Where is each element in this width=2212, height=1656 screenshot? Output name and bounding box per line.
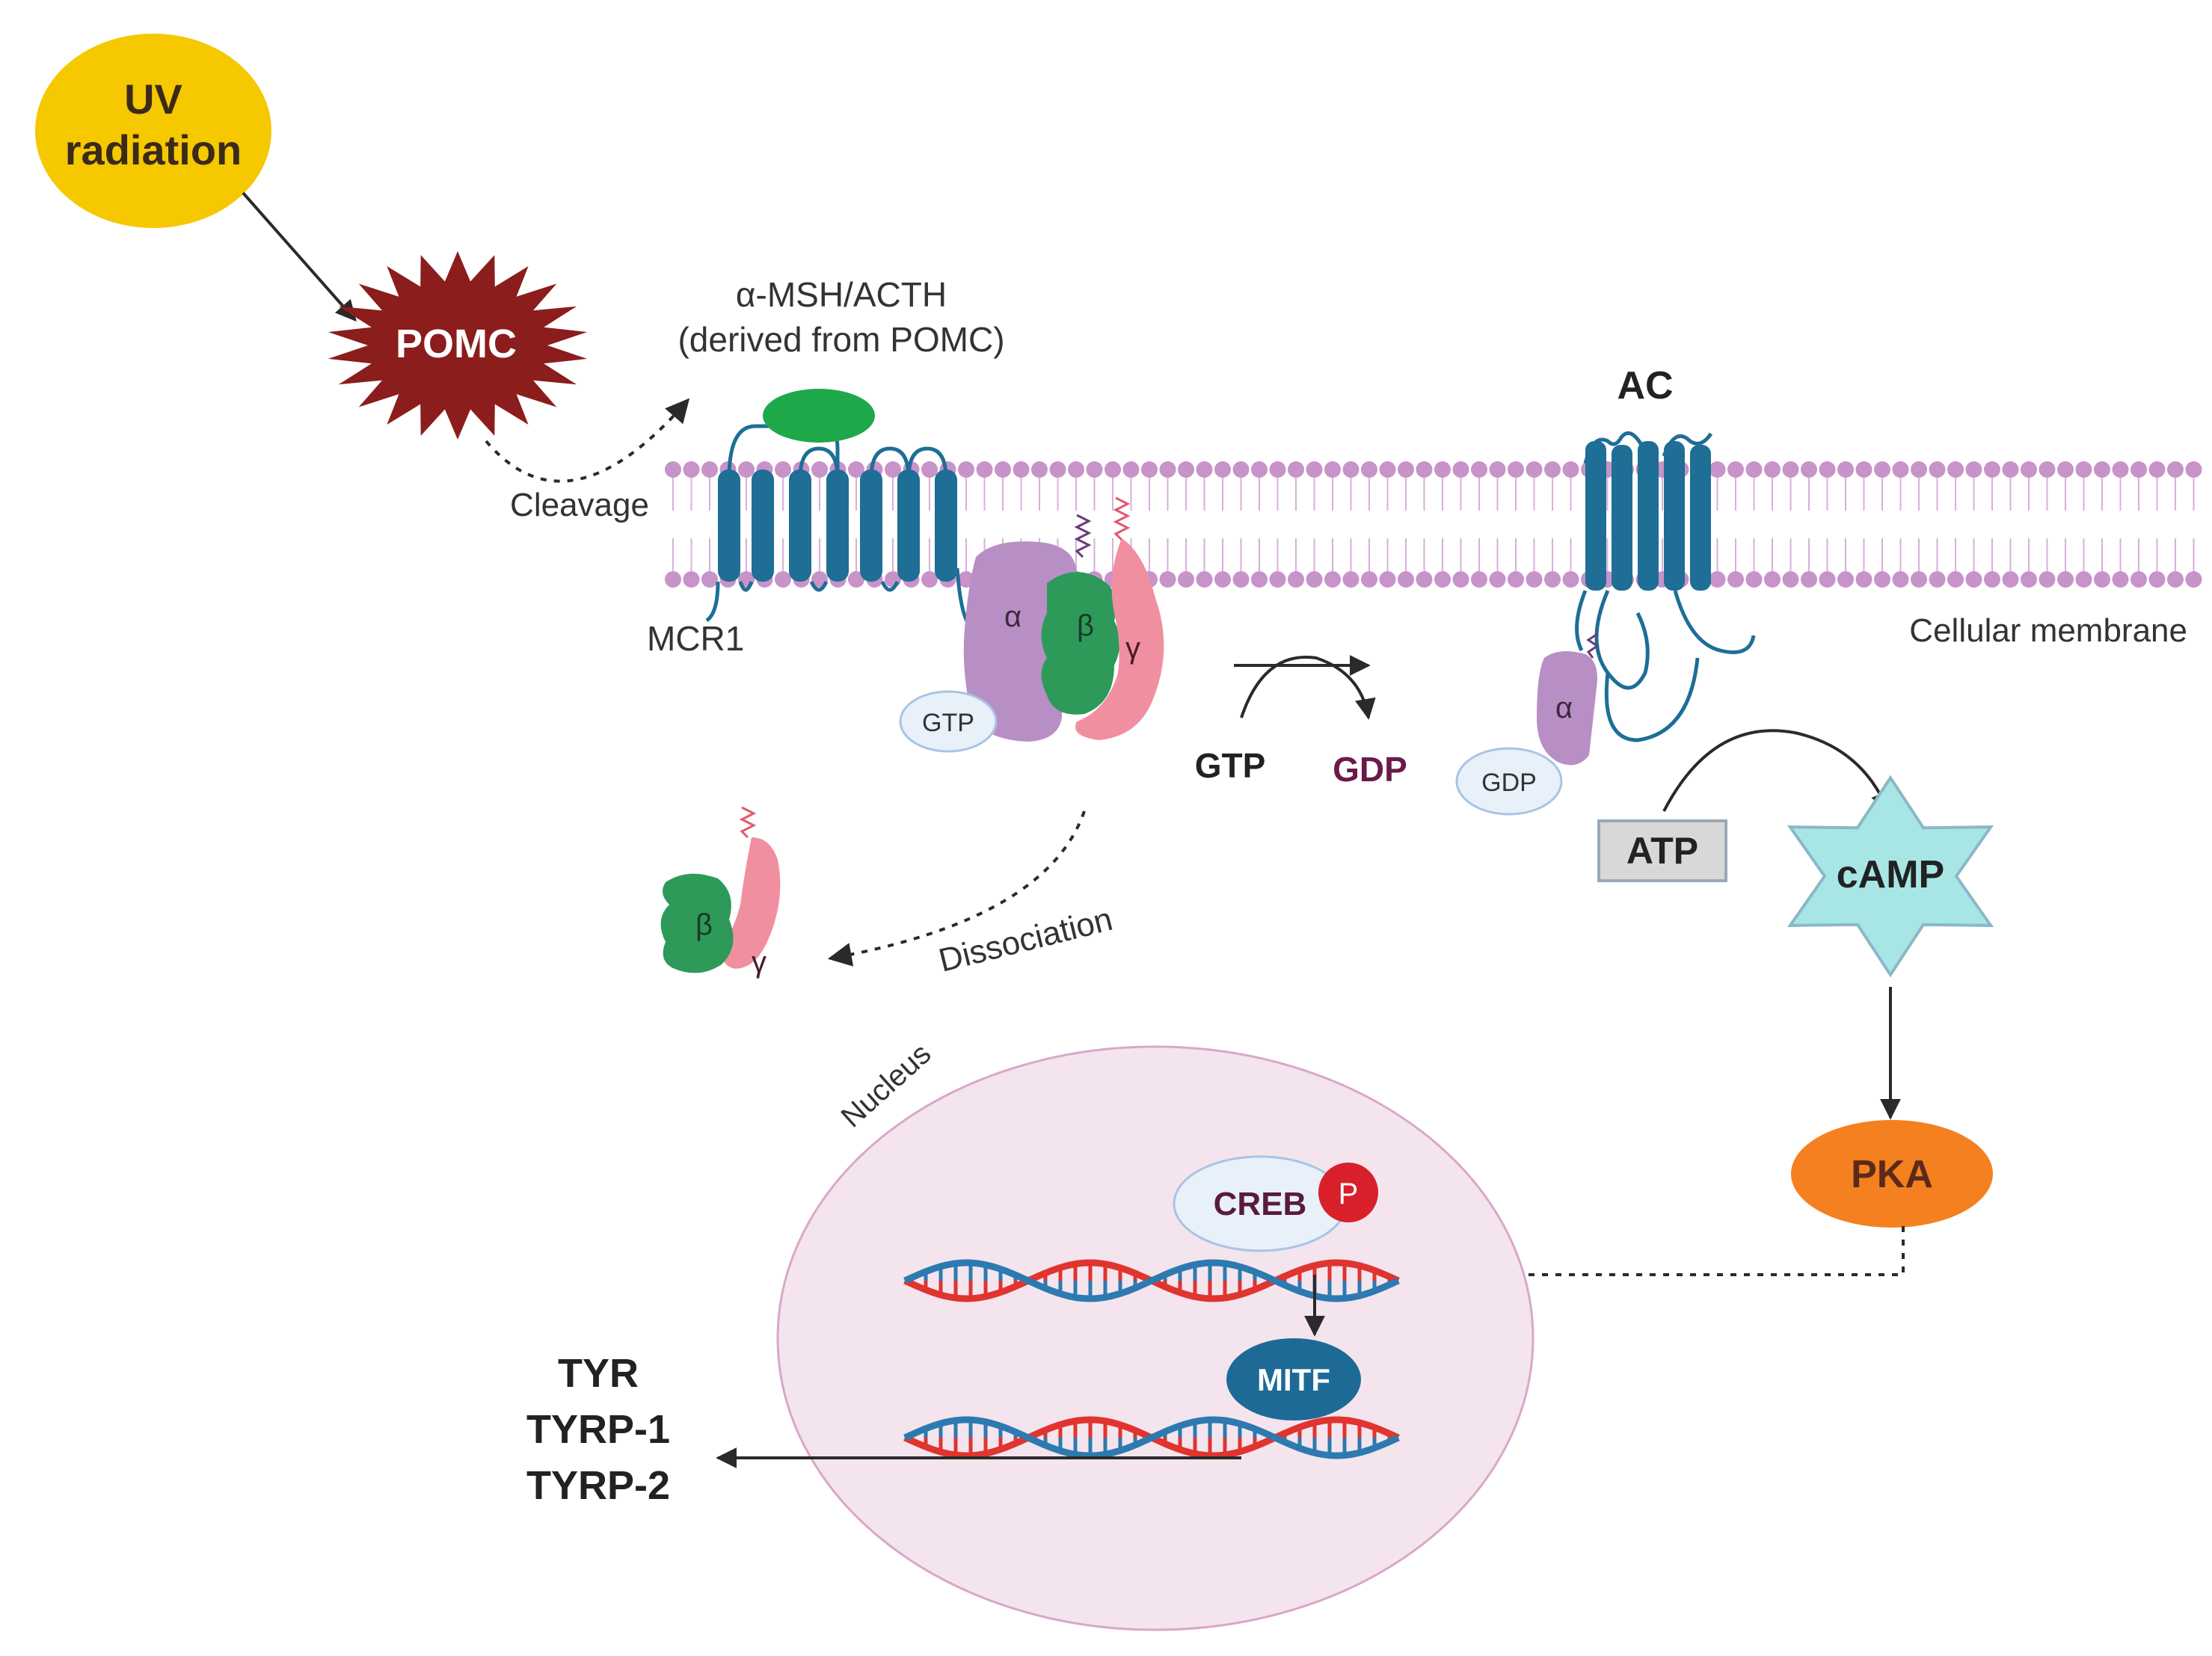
gamma-lipid-anchor — [1113, 496, 1131, 541]
membrane-label: Cellular membrane — [1909, 612, 2187, 649]
alpha-subunit-ac — [1537, 651, 1597, 766]
beta-subunit-free — [660, 873, 734, 973]
mitf-ellipse — [1226, 1338, 1361, 1420]
alpha-lipid-anchor — [1074, 514, 1092, 558]
pomc-label: POMC — [396, 321, 517, 366]
ac-label: AC — [1617, 364, 1673, 407]
adenylyl-cyclase — [1575, 431, 1756, 742]
uv-ellipse — [35, 34, 271, 228]
mcr1-label: MCR1 — [647, 619, 744, 658]
cleavage-label: Cleavage — [510, 487, 649, 523]
gtp-bound-label: GTP — [922, 709, 974, 737]
uv-radiation-node: UV radiation — [35, 34, 271, 228]
camp-star-shape — [1787, 775, 1994, 978]
creb-label: CREB — [1214, 1186, 1307, 1222]
g-alpha-ac-bound: α GDP — [1455, 632, 1600, 816]
tyrp1-label: TYRP-1 — [526, 1407, 670, 1452]
pka-label: PKA — [1851, 1153, 1933, 1196]
g-protein-complex: α β γ GTP — [899, 496, 1164, 753]
nucleus — [776, 1045, 1534, 1631]
alpha-ac-label: α — [1555, 692, 1573, 724]
gtp-bound-ellipse — [899, 690, 998, 753]
gamma-subunit — [1075, 538, 1164, 740]
msh-origin-label: (derived from POMC) — [678, 320, 1004, 359]
phosphate-circle — [1318, 1163, 1378, 1222]
gamma-label: γ — [1125, 632, 1140, 665]
gtp-exchange-arrow — [1240, 656, 1376, 720]
atp-to-camp-arrow — [1662, 729, 1891, 813]
phosphate-label: P — [1339, 1178, 1359, 1210]
pomc-node: POMC — [328, 251, 588, 440]
gamma-subunit-free — [718, 837, 781, 969]
tyr-label: TYR — [558, 1351, 639, 1396]
pka-to-dna-arrow — [1429, 1226, 1905, 1287]
alpha-ac-anchor — [1586, 632, 1600, 659]
gdp-label: GDP — [1333, 750, 1407, 789]
gdp-bound-label: GDP — [1481, 769, 1537, 797]
beta-free-label: β — [695, 908, 713, 941]
gtp-label: GTP — [1195, 746, 1266, 785]
alpha-label: α — [1004, 600, 1021, 633]
dna-strand-lower — [903, 1416, 1400, 1459]
atp-box — [1597, 819, 1727, 882]
beta-label: β — [1077, 609, 1094, 642]
tyrp2-label: TYRP-2 — [526, 1463, 670, 1508]
atp-label: ATP — [1626, 830, 1698, 872]
cleavage-arrow — [485, 398, 690, 483]
uv-label: UV — [124, 76, 182, 123]
ligand-msh — [763, 389, 875, 443]
radiation-label: radiation — [65, 126, 242, 173]
dissociation-label: Dissociation — [936, 901, 1116, 979]
mcr1-receptor — [705, 424, 974, 630]
dna-strand-upper — [903, 1259, 1400, 1302]
gamma-free-label: γ — [752, 946, 766, 979]
beta-gamma-dimer: β γ — [660, 806, 781, 979]
gdp-bound-ellipse — [1455, 747, 1563, 816]
cellular-membrane — [665, 461, 2202, 588]
msh-label: α-MSH/ACTH — [736, 275, 947, 314]
camp-label: cAMP — [1837, 853, 1944, 896]
mitf-label: MITF — [1257, 1362, 1330, 1397]
beta-subunit — [1041, 572, 1120, 715]
dissociation-arrow — [827, 810, 1086, 967]
uv-to-pomc-arrow — [242, 191, 357, 322]
pomc-burst-shape — [328, 251, 588, 440]
gamma-free-anchor — [739, 806, 757, 839]
pka-ellipse — [1791, 1120, 1993, 1228]
